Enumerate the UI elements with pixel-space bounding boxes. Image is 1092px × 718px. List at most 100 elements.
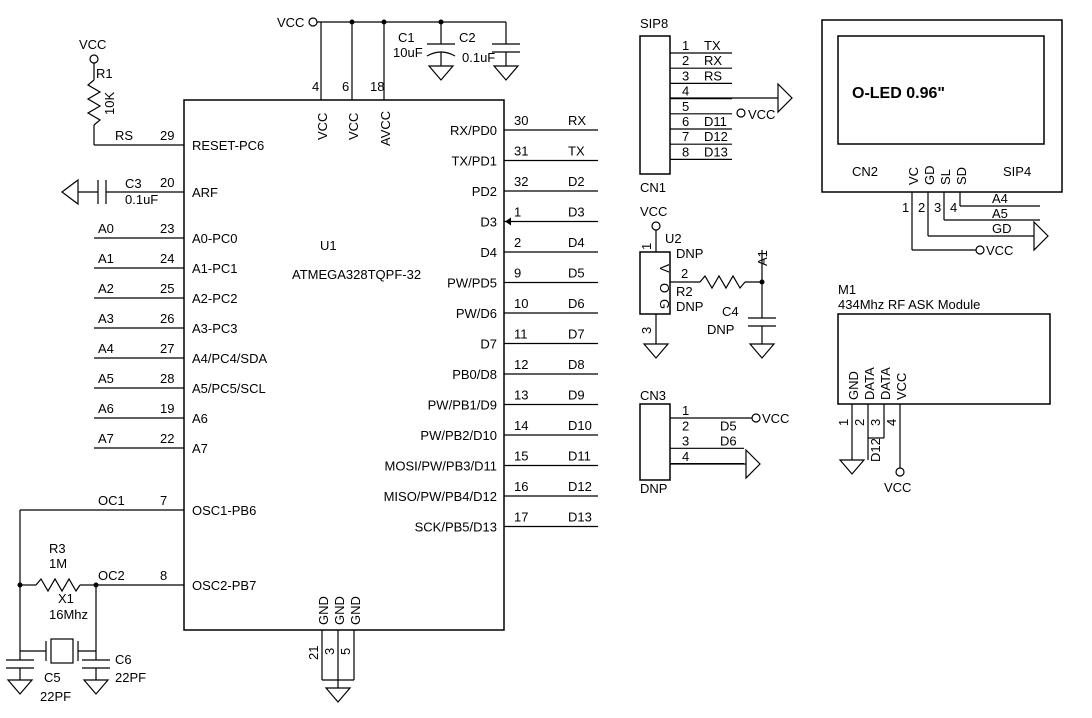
u1-right-net-label: TX [568, 144, 585, 159]
u1-right-net-label: D6 [568, 296, 585, 311]
u1-ref: U1 [320, 238, 337, 253]
cn1-pin-num: 1 [682, 38, 689, 53]
m1-pin-num: 4 [884, 419, 899, 426]
ground-symbol [427, 65, 455, 81]
junction-dot [349, 19, 355, 25]
u1-left-pin-name: A5/PC5/SCL [192, 381, 266, 396]
ground-symbol [82, 679, 110, 695]
u1-body [183, 99, 505, 631]
cn3-net-label: D5 [720, 418, 737, 433]
pin-arrow-icon [505, 217, 511, 226]
u1-top-pins: 4 6 18 VCC VCC AVCC [312, 22, 393, 146]
u1-right-pin-name: PW/D6 [456, 306, 497, 321]
u1-bottom-pin-name: GND [316, 596, 331, 625]
u1-left-net-label: A3 [98, 311, 114, 326]
oled-display: O-LED 0.96" CN2 SIP4 VC GD SL SD 1 2 3 4… [821, 19, 1063, 258]
u1-left-pins: 29RESET-PC6RS20ARF23A0-PC0A024A1-PC1A125… [20, 128, 267, 593]
u1-right-pin-num: 9 [514, 266, 521, 281]
ground-symbol [748, 343, 776, 359]
m1-pin-name: GND [846, 371, 861, 400]
oled-pin-name: SD [954, 167, 969, 185]
u1-left-pin-num: 23 [160, 221, 174, 236]
cn1-net-label: TX [704, 38, 721, 53]
u1-right-pin-num: 12 [514, 357, 528, 372]
u1-part: ATMEGA328TQPF-32 [292, 267, 421, 282]
c2-capacitor: C2 0.1uF [459, 22, 520, 81]
u1-left-pin-num: 28 [160, 371, 174, 386]
u1-left-pin-num: 20 [160, 175, 174, 190]
u2-pin-num: 2 [681, 266, 688, 281]
cn1-pin-num: 7 [682, 129, 689, 144]
vcc-terminal [651, 221, 661, 231]
u1-right-pin-num: 10 [514, 296, 528, 311]
ground-symbol [777, 82, 793, 114]
u1-bottom-pin-num: 3 [322, 648, 337, 655]
c3-value: 0.1uF [125, 192, 158, 207]
cn1-pin-num: 8 [682, 144, 689, 159]
u1-left-pin-name: A6 [192, 411, 208, 426]
u1-left-pin-num: 7 [160, 493, 167, 508]
ground-symbol [642, 343, 670, 359]
x1-value: 16Mhz [49, 607, 88, 622]
u1-left-pin-num: 8 [160, 568, 167, 583]
junction-dot [17, 582, 23, 588]
oled-screen [837, 35, 1045, 145]
u1-right-net-label: D11 [568, 449, 591, 464]
u1-left-pin-name: OSC1-PB6 [192, 503, 256, 518]
vcc-terminal [751, 413, 761, 423]
u1-right-pin-name: D4 [480, 245, 497, 260]
cn1-type: SIP8 [640, 16, 668, 31]
junction-dot [381, 19, 387, 25]
u2-pin-label: G [657, 299, 672, 309]
u1-right-pin-name: PD2 [472, 184, 497, 199]
m1-pin-num: 2 [852, 419, 867, 426]
cn3-net-label: VCC [762, 411, 789, 426]
c4-value: DNP [707, 322, 734, 337]
c4-ref: C4 [722, 304, 739, 319]
u1-bottom-pin-name: GND [348, 596, 363, 625]
u1-left-pin-num: 26 [160, 311, 174, 326]
u1-right-net-label: D13 [568, 510, 592, 525]
c3-capacitor: C3 0.1uF [61, 176, 184, 207]
u1-right-pin-name: PW/PB2/D10 [420, 428, 497, 443]
u1-right-net-label: D10 [568, 418, 592, 433]
cn1-ref: CN1 [640, 180, 666, 195]
c5-ref: C5 [44, 670, 61, 685]
u2-pin-label: V [657, 264, 672, 273]
oled-pin-num: 2 [918, 200, 925, 215]
u2-sensor: VCC U2 1 DNP V O G 2 A1 R2 DNP C4 DNP 3 [639, 204, 776, 359]
u1-right-pin-name: PW/PB1/D9 [428, 398, 497, 413]
cn1-net-label: D12 [704, 129, 728, 144]
u1-left-pin-name: A1-PC1 [192, 261, 238, 276]
u1-right-pin-num: 1 [514, 205, 521, 220]
u1-left-net-label: A2 [98, 281, 114, 296]
ground-symbol [324, 687, 352, 703]
m1-pin-name: VCC [894, 373, 909, 400]
c2-value: 0.1uF [462, 50, 495, 65]
u1-right-pin-num: 13 [514, 388, 528, 403]
cn3-ref: CN3 [640, 388, 666, 403]
u1-left-net-label: A0 [98, 221, 114, 236]
u1-right-pin-num: 16 [514, 479, 528, 494]
u1-right-pin-num: 30 [514, 113, 528, 128]
oled-title: O-LED 0.96" [852, 85, 945, 102]
u1-left-pin-num: 22 [160, 431, 174, 446]
u1-bottom-pin-num: 5 [338, 648, 353, 655]
u1-left-pin-name: OSC2-PB7 [192, 578, 256, 593]
vcc-rail: VCC C1 10uF C2 0.1uF [277, 15, 520, 81]
u1-left-pin-name: ARF [192, 185, 218, 200]
u1-right-pin-name: MISO/PW/PB4/D12 [384, 489, 497, 504]
c1-value: 10uF [393, 45, 423, 60]
u1-left-net-label: A6 [98, 401, 114, 416]
u1-right-pins: 30RX/PD0RX31TX/PD1TX32PD2D21D3D32D4D49PW… [384, 113, 598, 535]
c6-capacitor: C6 22PF [82, 652, 146, 695]
u1-left-pin-num: 27 [160, 341, 174, 356]
u1-right-pin-num: 2 [514, 235, 521, 250]
u1-right-pin-name: MOSI/PW/PB3/D11 [385, 459, 497, 474]
cn3-pin-num: 1 [682, 403, 689, 418]
r1-ref: R1 [96, 66, 113, 81]
u1-left-net-label: A1 [98, 251, 114, 266]
